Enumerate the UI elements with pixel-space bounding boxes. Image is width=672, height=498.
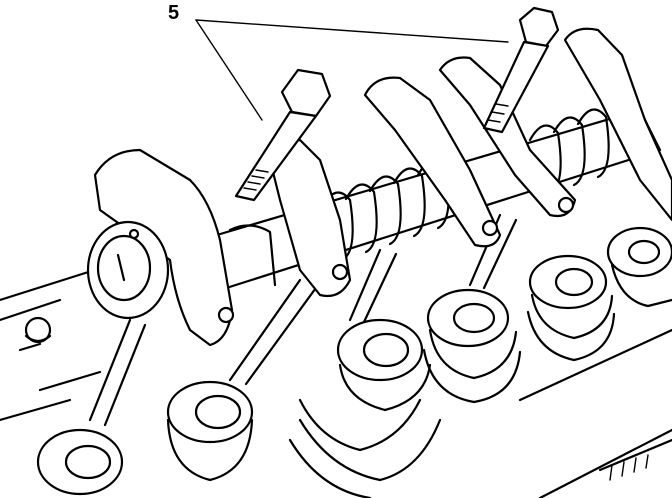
callout-leaders	[195, 19, 509, 121]
callout-label: 5	[168, 2, 180, 24]
bolt-left	[234, 68, 332, 202]
bolt-right	[482, 6, 560, 134]
pushrods	[88, 213, 518, 427]
shaft-end	[86, 220, 170, 320]
cylinder-head-outline	[0, 260, 672, 498]
valve-springs	[36, 226, 672, 498]
